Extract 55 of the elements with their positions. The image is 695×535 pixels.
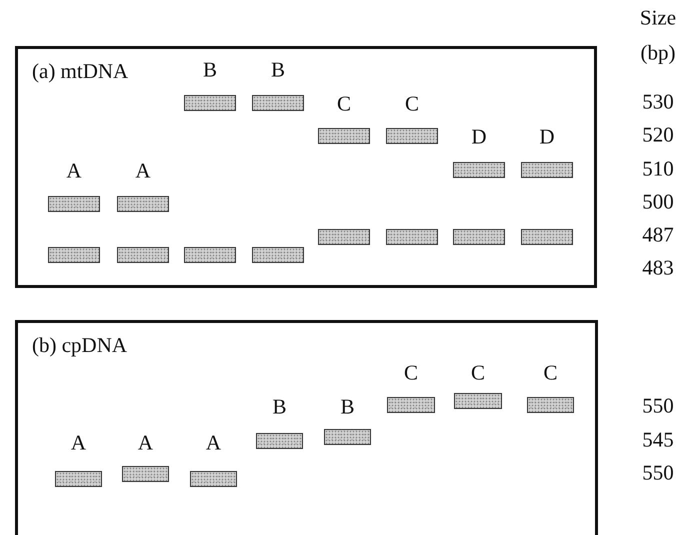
gel-band [117, 247, 169, 263]
gel-band [122, 466, 169, 482]
gel-band [521, 229, 573, 245]
gel-label: 487 [642, 224, 674, 246]
gel-band [386, 128, 438, 144]
gel-label: A [70, 432, 86, 454]
gel-label: B [271, 60, 285, 80]
gel-band [48, 247, 100, 263]
panel-title: (a) mtDNA [32, 59, 128, 84]
gel-label: A [206, 432, 222, 454]
gel-label: C [404, 362, 418, 384]
gel-band [521, 162, 573, 178]
gel-label: 483 [642, 258, 674, 278]
gel-label: 510 [642, 158, 674, 180]
gel-band [386, 229, 438, 245]
gel-band [252, 95, 304, 111]
gel-label: 530 [642, 92, 674, 112]
gel-band [318, 128, 370, 144]
gel-label: A [138, 432, 154, 454]
gel-band [252, 247, 304, 263]
gel-band [48, 196, 100, 212]
gel-band [453, 162, 505, 178]
gel-label: B [203, 60, 217, 80]
gel-label: B [340, 396, 354, 418]
gel-label: B [272, 396, 286, 418]
gel-band [527, 397, 574, 413]
gel-band [55, 471, 102, 487]
gel-band [454, 393, 502, 409]
gel-band [184, 247, 236, 263]
gel-label: (bp) [640, 42, 676, 64]
panel-title: (b) cpDNA [32, 333, 128, 358]
gel-label: 550 [642, 462, 674, 484]
gel-label: 545 [642, 430, 674, 450]
gel-label: A [135, 160, 151, 182]
gel-label: C [405, 94, 419, 114]
gel-band [318, 229, 370, 245]
gel-panel [15, 46, 597, 288]
gel-label: C [337, 94, 351, 114]
gel-band [190, 471, 237, 487]
gel-band [184, 95, 236, 111]
gel-label: Size [640, 8, 676, 28]
gel-band [117, 196, 169, 212]
gel-label: D [471, 126, 487, 148]
gel-label: A [66, 160, 82, 182]
gel-label: C [544, 362, 558, 384]
gel-label: 500 [642, 192, 674, 212]
gel-label: D [539, 126, 555, 148]
gel-label: 520 [642, 124, 674, 146]
gel-band [453, 229, 505, 245]
gel-band [256, 433, 303, 449]
gel-band [324, 429, 371, 445]
gel-band [387, 397, 435, 413]
gel-panel [15, 320, 598, 535]
gel-label: C [471, 362, 485, 384]
gel-label: 550 [642, 396, 674, 416]
